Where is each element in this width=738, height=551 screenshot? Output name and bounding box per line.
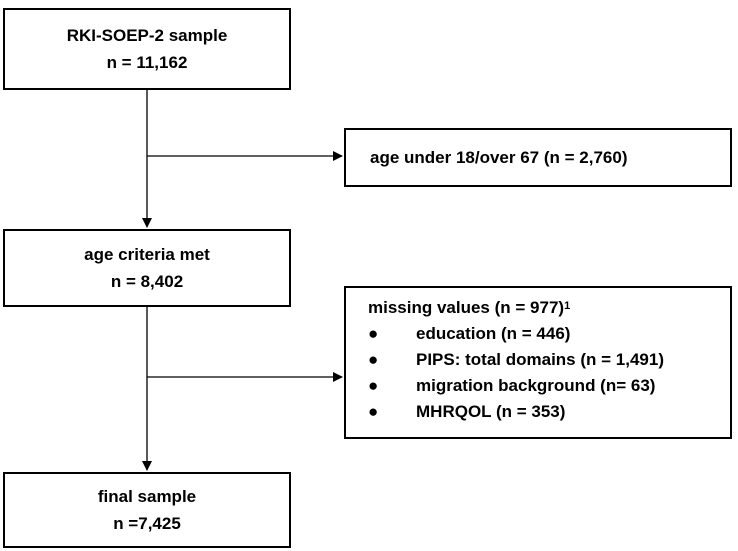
missing-values-title-text: missing values (n = 977) [368,298,565,317]
age-criteria-box: age criteria met n = 8,402 [3,229,291,307]
age-exclusion-box: age under 18/over 67 (n = 2,760) [344,128,732,187]
bullet-icon: ● [368,402,379,421]
bullet-icon: ● [368,350,379,369]
list-item-text: MHRQOL (n = 353) [416,402,566,421]
list-item: ● migration background (n= 63) [368,373,730,399]
bullet-icon: ● [368,324,379,343]
missing-values-title: missing values (n = 977)1 [368,295,730,321]
sample-box-title: RKI-SOEP-2 sample [66,26,228,45]
sample-box-count: n = 11,162 [106,53,188,72]
list-item-text: PIPS: total domains (n = 1,491) [416,350,664,369]
final-sample-count: n =7,425 [113,514,181,533]
missing-values-list: ● education (n = 446) ● PIPS: total domain… [368,321,730,425]
footnote-marker: 1 [564,300,571,312]
bullet-icon: ● [368,376,379,395]
age-exclusion-text: age under 18/over 67 (n = 2,760) [370,147,628,167]
age-criteria-title: age criteria met [84,245,210,264]
list-item: ● PIPS: total domains (n = 1,491) [368,347,730,373]
list-item-text: education (n = 446) [416,324,571,343]
final-sample-title: final sample [97,487,197,506]
list-item: ● MHRQOL (n = 353) [368,399,730,425]
sample-box: RKI-SOEP-2 sample n = 11,162 [3,8,291,90]
age-criteria-count: n = 8,402 [110,272,184,291]
missing-values-box: missing values (n = 977)1 ● education (n … [344,286,732,439]
list-item-text: migration background (n= 63) [416,376,656,395]
list-item: ● education (n = 446) [368,321,730,347]
final-sample-box: final sample n =7,425 [3,472,291,548]
